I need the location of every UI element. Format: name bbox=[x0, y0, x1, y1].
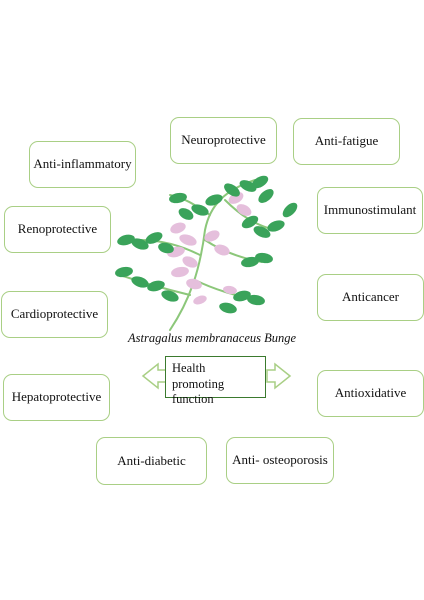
renoprotective-label: Renoprotective bbox=[17, 221, 98, 237]
renoprotective-box: Renoprotective bbox=[4, 206, 111, 253]
anti-fatigue-label: Anti-fatigue bbox=[314, 133, 379, 149]
antioxidative-box: Antioxidative bbox=[317, 370, 424, 417]
hepatoprotective-label: Hepatoprotective bbox=[11, 389, 102, 405]
neuroprotective-label: Neuroprotective bbox=[181, 132, 266, 148]
center-label-line2: function bbox=[172, 392, 214, 407]
hepatoprotective-box: Hepatoprotective bbox=[3, 374, 110, 421]
anticancer-box: Anticancer bbox=[317, 274, 424, 321]
anticancer-label: Anticancer bbox=[341, 289, 400, 305]
health-promoting-function-box: Health promoting function bbox=[165, 356, 266, 406]
antioxidative-label: Antioxidative bbox=[334, 385, 407, 401]
cardioprotective-box: Cardioprotective bbox=[1, 291, 108, 338]
anti-diabetic-box: Anti-diabetic bbox=[96, 437, 207, 485]
species-name: Astragalus membranaceus Bunge bbox=[128, 331, 297, 345]
neuroprotective-box: Neuroprotective bbox=[170, 117, 277, 164]
center-label-line1: Health promoting bbox=[172, 361, 225, 391]
immunostimulant-box: Immunostimulant bbox=[317, 187, 423, 234]
cardioprotective-label: Cardioprotective bbox=[10, 306, 99, 322]
immunostimulant-label: Immunostimulant bbox=[323, 202, 417, 218]
anti-diabetic-label: Anti-diabetic bbox=[117, 452, 186, 468]
anti-inflammatory-box: Anti-inflammatory bbox=[29, 141, 136, 188]
anti-osteoporosis-box: Anti- osteoporosis bbox=[226, 437, 334, 484]
anti-osteoporosis-label: Anti- osteoporosis bbox=[232, 452, 328, 468]
anti-inflammatory-label: Anti-inflammatory bbox=[33, 156, 132, 172]
anti-fatigue-box: Anti-fatigue bbox=[293, 118, 400, 165]
